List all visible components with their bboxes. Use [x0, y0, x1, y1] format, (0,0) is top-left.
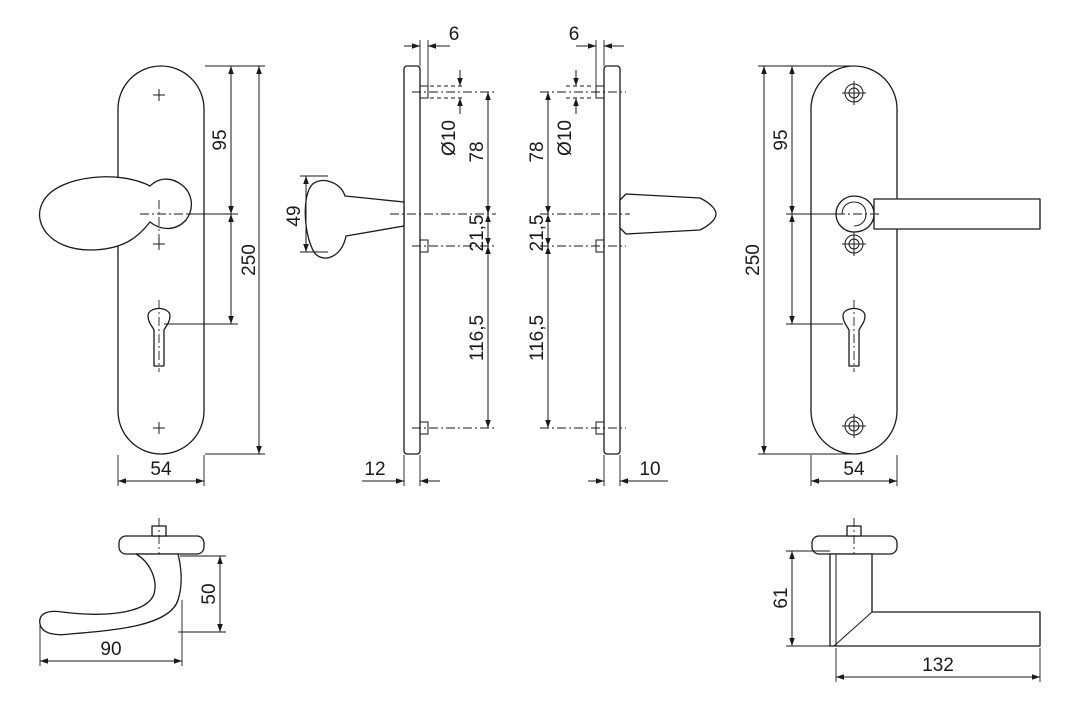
front-view-lever-plate: 95 250 54 [743, 65, 1041, 486]
dim-dia10-left: Ø10 [439, 120, 460, 156]
dim-6-left: 6 [449, 24, 460, 45]
dim-21-5-right: 21,5 [527, 215, 548, 252]
dim-116-5-left: 116,5 [467, 315, 488, 361]
front-view-knob-plate: 95 250 54 [39, 65, 265, 486]
side-plate-left [403, 65, 421, 455]
lever-side-profile [619, 193, 717, 235]
screw-mark-bottom-left [153, 422, 165, 434]
knob-outline [39, 176, 192, 251]
lever-top-profile [829, 553, 1041, 647]
top-view-lever: 61 132 [771, 518, 1041, 682]
screw-mark-mid-left [153, 238, 165, 250]
dim-54-right: 54 [843, 459, 865, 480]
dim-132: 132 [922, 655, 954, 676]
dim-dia10-right: Ø10 [555, 120, 576, 156]
dim-50: 50 [199, 583, 220, 604]
dim-90: 90 [100, 639, 121, 660]
backplate-right [810, 65, 898, 455]
dim-95-left: 95 [210, 129, 231, 150]
screw-head-top-right [842, 81, 866, 105]
top-view-knob: 50 90 [39, 518, 226, 666]
dim-12: 12 [364, 459, 385, 480]
dim-95-right: 95 [771, 129, 792, 150]
dim-78-right: 78 [527, 141, 548, 162]
dim-250-right: 250 [743, 244, 764, 276]
lever-handle-front [835, 195, 1041, 233]
screw-mark-top-left [153, 89, 165, 101]
dim-116-5-right: 116,5 [527, 315, 548, 361]
dim-250-left: 250 [239, 244, 260, 276]
dim-6-right: 6 [569, 24, 580, 45]
side-view-right: 6 Ø10 78 21,5 116,5 10 [527, 24, 717, 486]
rosette-top-left [118, 535, 205, 555]
side-plate-right [603, 65, 621, 455]
screw-head-mid-right [842, 232, 866, 256]
dim-21-5-left: 21,5 [467, 215, 488, 252]
dim-78-left: 78 [467, 141, 488, 162]
knob-side-profile [304, 179, 405, 259]
dim-10: 10 [639, 459, 660, 480]
knob-top-profile [39, 553, 182, 636]
backplate-left [117, 65, 205, 455]
side-view-left: 49 6 Ø10 78 21,5 116,5 12 [284, 24, 496, 486]
dim-61: 61 [771, 587, 792, 608]
dim-49: 49 [284, 205, 305, 226]
dim-54-left: 54 [150, 459, 172, 480]
screw-head-bottom-right [842, 414, 866, 438]
